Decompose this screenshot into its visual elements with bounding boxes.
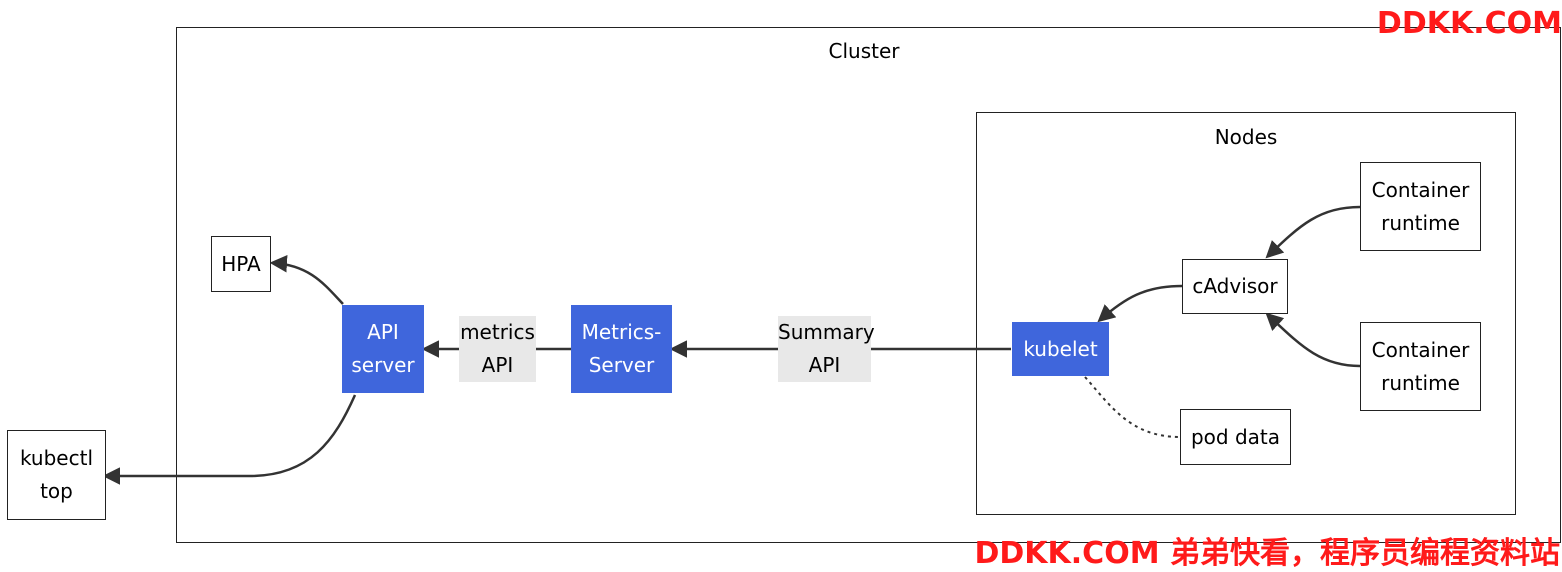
node-container-runtime-1[interactable]: Container runtime	[1360, 162, 1481, 251]
node-api-server[interactable]: API server	[342, 305, 424, 393]
watermark-bottom: DDKK.COM 弟弟快看，程序员编程资料站	[974, 536, 1560, 571]
edge-apiserver-kubectl	[102, 394, 357, 485]
node-pod-data[interactable]: pod data	[1180, 409, 1291, 465]
edge-runtime2-cadvisor	[1265, 312, 1361, 368]
node-hpa[interactable]: HPA	[211, 236, 271, 292]
nodes-frame	[976, 112, 1516, 515]
edge-kubelet-poddata	[1084, 376, 1181, 438]
edge-label-metrics-api: metrics API	[459, 316, 536, 382]
node-cadvisor[interactable]: cAdvisor	[1182, 259, 1288, 314]
edge-label-summary-api: Summary API	[778, 316, 875, 382]
node-metrics-server[interactable]: Metrics- Server	[571, 305, 672, 393]
cluster-title: Cluster	[828, 39, 900, 63]
node-kubelet[interactable]: kubelet	[1012, 322, 1109, 376]
node-container-runtime-2[interactable]: Container runtime	[1360, 322, 1481, 411]
edge-runtime1-cadvisor	[1265, 205, 1361, 259]
cluster-frame	[176, 27, 1561, 543]
nodes-title: Nodes	[1214, 125, 1278, 149]
node-kubectl-top[interactable]: kubectl top	[7, 430, 106, 520]
edge-apiserver-hpa	[269, 255, 344, 305]
edge-cadvisor-kubelet	[1097, 284, 1183, 323]
watermark-top: DDKK.COM	[1376, 6, 1562, 41]
